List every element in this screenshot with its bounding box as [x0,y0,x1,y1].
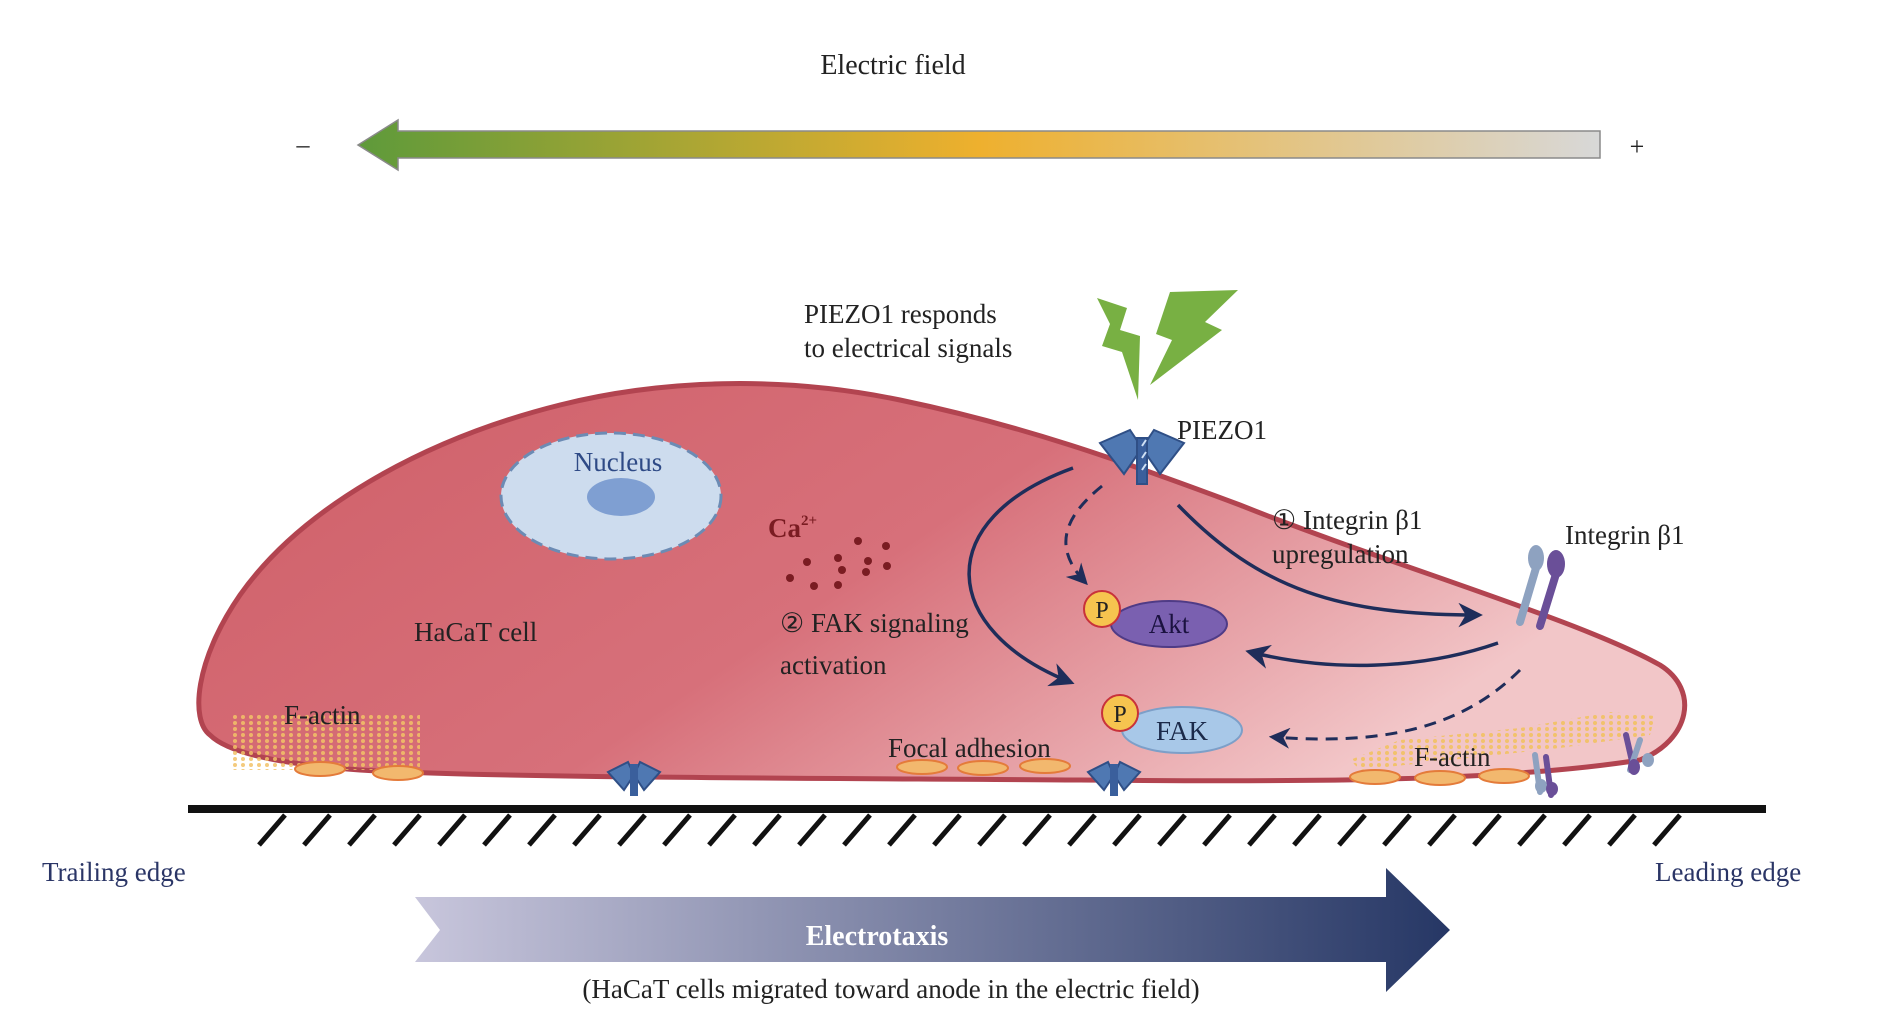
f-actin-label-leading: F-actin [1414,742,1491,772]
hatch-mark [1517,813,1547,847]
hatch-mark [1382,813,1412,847]
electric-field-arrow [356,118,1601,172]
membrane-integrin-icon-2 [1623,732,1654,775]
fak-step-line2: activation [780,650,887,680]
piezo1-channel-icon [1098,428,1186,485]
membrane-piezo1-channel-icon [606,760,662,796]
hatch-mark [1202,813,1232,847]
focal-adhesion-label: Focal adhesion [888,733,1051,763]
hatch-mark [347,813,377,847]
piezo1-label: PIEZO1 [1177,415,1267,445]
membrane-integrin-icon [1532,752,1558,798]
f-actin-label-trailing: F-actin [284,700,361,730]
focal-adhesion-plaques [294,758,1530,786]
fak-label: FAK [1156,716,1209,746]
trailing-edge-label: Trailing edge [42,857,186,887]
hatch-mark [1427,813,1457,847]
hatch-mark [1112,813,1142,847]
fak-phospho-label: P [1113,702,1126,728]
hatch-mark [482,813,512,847]
membrane-piezo1-channel-icon-2 [1086,760,1142,796]
cell-label: HaCaT cell [414,617,537,647]
fak-phospho-icon [1101,694,1139,732]
electric-field-title: Electric field [820,50,965,81]
arrow-integrin-to-akt [1245,641,1499,669]
piezo1-caption-line1: PIEZO1 responds [804,299,997,329]
hatch-mark [1472,813,1502,847]
f-actin-fibers-leading [1350,712,1655,770]
hatch-mark [1337,813,1367,847]
hatch-mark [437,813,467,847]
calcium-symbol: Ca [768,513,801,543]
hatch-mark [842,813,872,847]
akt-phospho-icon [1083,590,1121,628]
electrotaxis-arrow [415,868,1450,992]
hatch-mark [1652,813,1682,847]
fak-step-line1: ② FAK signaling [780,608,969,638]
hatch-mark [1247,813,1277,847]
hatch-mark [1607,813,1637,847]
calcium-charge: 2+ [801,513,817,529]
field-minus-sign: – [296,130,311,159]
hatch-mark [797,813,827,847]
hatch-mark [752,813,782,847]
akt-label: Akt [1149,609,1190,639]
hatch-mark [392,813,422,847]
hatch-mark [527,813,557,847]
calcium-ions [786,537,891,590]
hatch-mark [1022,813,1052,847]
arrow-piezo1-to-akt [1064,484,1103,586]
arrow-piezo1-to-fak [967,466,1075,687]
nucleolus [587,478,655,516]
nucleus-label: Nucleus [574,447,662,477]
calcium-label: Ca2+ [768,513,817,543]
hatch-mark [887,813,917,847]
electrotaxis-caption: (HaCaT cells migrated toward anode in th… [582,974,1199,1004]
hatch-mark [1562,813,1592,847]
substrate-hatching [257,813,1682,847]
hatch-mark [302,813,332,847]
substrate-surface [188,805,1766,813]
arrow-piezo1-to-integrin [1176,503,1483,628]
hatch-mark [257,813,287,847]
hatch-mark [1292,813,1322,847]
leading-edge-label: Leading edge [1655,857,1801,887]
integrin-step-line1: ① Integrin β1 [1272,505,1422,535]
lightning-bolt-icon [1097,290,1238,400]
integrin-beta1-icon [1516,545,1565,630]
hatch-mark [1157,813,1187,847]
hatch-mark [617,813,647,847]
hatch-mark [662,813,692,847]
field-plus-sign: + [1630,132,1645,161]
hacat-cell [196,381,1688,784]
integrin-label: Integrin β1 [1565,520,1684,550]
arrow-integrin-to-fak [1268,668,1522,749]
piezo1-caption-line2: to electrical signals [804,333,1012,363]
hatch-mark [932,813,962,847]
hatch-mark [572,813,602,847]
hatch-mark [1067,813,1097,847]
hatch-mark [707,813,737,847]
integrin-step-line2: upregulation [1272,539,1409,569]
f-actin-fibers-trailing [230,715,420,770]
akt-phospho-label: P [1095,598,1108,624]
electrotaxis-label: Electrotaxis [806,921,949,952]
hatch-mark [977,813,1007,847]
